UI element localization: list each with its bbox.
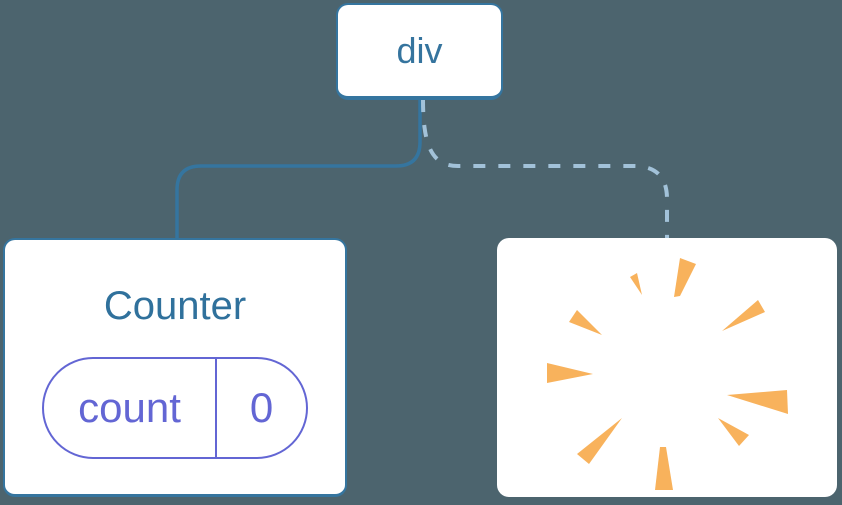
root-node-div: div xyxy=(336,3,503,100)
tree-connector-dashed xyxy=(421,99,669,239)
state-pill: count 0 xyxy=(42,357,308,459)
tree-connector-solid xyxy=(175,98,422,241)
state-name: count xyxy=(44,359,217,457)
poof-burst-icon xyxy=(547,258,788,490)
state-value: 0 xyxy=(249,384,274,431)
counter-title: Counter xyxy=(103,284,247,328)
poof-burst-rays xyxy=(547,258,788,490)
root-node-label: div xyxy=(396,29,443,71)
removed-card xyxy=(497,238,837,497)
counter-card: Counter count 0 xyxy=(3,238,347,497)
